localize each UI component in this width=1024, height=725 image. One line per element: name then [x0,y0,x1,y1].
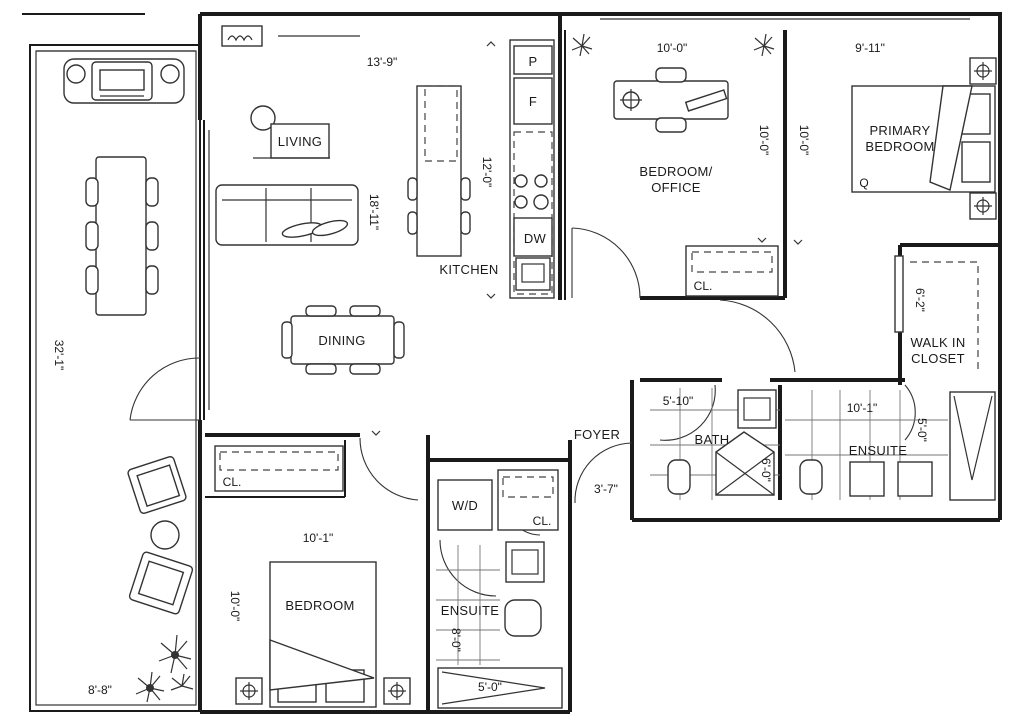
lounge-chair-icon [127,456,187,514]
closet-label-office: CL. [694,279,713,293]
outdoor-dining-table-icon [85,156,159,316]
kitchen-counter [509,39,555,299]
room-label-foyer: FOYER [574,427,620,442]
sink-icon [897,461,933,497]
dim-ensuite-depth: 8'-0" [449,628,463,652]
dim-primary-depth: 10'-0" [797,125,811,156]
washer-dryer [437,479,493,531]
plant-icon [571,33,593,57]
laundry-label: W/D [452,498,478,513]
dining-table-icon [281,305,405,375]
interior-walls [205,14,1000,712]
toilet-icon [667,459,691,495]
lounge-chair-icon [128,551,194,615]
room-label-bath: BATH [695,432,730,447]
room-label-primary-1: PRIMARY [869,123,930,138]
lamp-icon [250,105,276,131]
side-table-icon [150,520,180,550]
dim-bedroom-depth: 10'-0" [228,591,242,622]
dim-living-depth: 18'-11" [367,194,381,230]
dishwasher-label: DW [524,231,547,246]
toilet-icon [504,599,542,637]
plant-icon [170,673,194,691]
dim-balcony-length: 32'-1" [52,340,66,371]
doors [129,227,916,597]
room-label-closet-2: CLOSET [911,351,965,366]
bed-size-label: Q [859,176,868,190]
room-label-office-1: BEDROOM/ [639,164,712,179]
dim-ensuite-primary-width: 10'-1" [847,401,878,415]
plant-icon [753,33,775,57]
dim-bath-shower: 6'-0" [759,458,773,482]
room-label-ensuite-primary: ENSUITE [849,443,907,458]
dim-foyer-width: 3'-7" [594,482,618,496]
sofa-icon [215,184,359,246]
nightstand-icon [969,57,997,85]
nightstand-icon [969,192,997,220]
ensuite-tile [436,545,500,665]
room-label-ensuite: ENSUITE [441,603,499,618]
dim-bedroom-width: 10'-1" [303,531,334,545]
pantry-label: P [529,54,538,69]
room-label-primary-2: BEDROOM [865,139,934,154]
balcony [22,13,201,712]
closet-rod [894,255,904,333]
dim-living-width: 13'-9" [367,55,398,69]
dim-ensuite-primary-depth: 5'-0" [915,418,929,442]
sink-icon [849,461,885,497]
closet-hall [497,469,559,531]
closet-office [685,245,779,297]
room-label-dining: DINING [318,333,365,348]
dim-office-depth: 10'-0" [757,125,771,156]
toilet-icon [799,459,823,495]
closet-bedroom [214,445,344,492]
dim-closet-depth: 6'-2" [913,288,927,312]
bed-icon [269,561,377,708]
dim-bath-width: 5'-10" [663,394,694,408]
plant-icon [158,634,192,674]
shower-icon [715,431,775,496]
dim-balcony-width: 8'-8" [88,683,112,697]
dimension-markers [371,41,803,436]
nightstand-icon [235,677,263,705]
room-label-closet-1: WALK IN [910,335,965,350]
desk-icon [613,67,729,133]
bed-icon [851,85,996,193]
dim-office-width: 10'-0" [657,41,688,55]
closet-label-bedroom: CL. [223,475,242,489]
ensuite-tile [785,390,948,500]
kitchen-island-icon [407,85,471,257]
room-label-living: LIVING [278,134,322,149]
plant-icon [135,671,165,703]
tv-stand [270,123,330,159]
closet-label-hall: CL. [533,514,552,528]
room-label-kitchen: KITCHEN [439,262,498,277]
fireplace-icon [221,25,263,47]
room-label-office-2: OFFICE [651,180,700,195]
fridge-label: F [529,94,537,109]
dim-kitchen-depth: 12'-0" [480,157,494,188]
room-label-bedroom: BEDROOM [285,598,354,613]
exterior-walls [198,12,1002,714]
dim-ensuite-width: 5'-0" [478,680,502,694]
dim-primary-width: 9'-11" [855,41,885,55]
bbq-grill-icon [63,58,185,104]
nightstand-icon [383,677,411,705]
